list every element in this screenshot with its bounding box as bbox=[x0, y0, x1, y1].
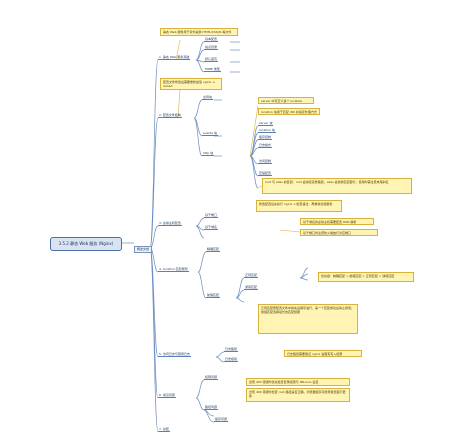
note: 正则匹配按配置文件中的先后顺序进行，第一个匹配成功后停止搜索；前缀匹配选择最长的… bbox=[258, 304, 358, 334]
branch-2-item[interactable]: 访问控制 bbox=[258, 159, 273, 165]
branch-3[interactable]: 3. 虚拟主机配置 bbox=[158, 221, 182, 227]
branch-4-item[interactable]: 正则匹配 bbox=[244, 273, 259, 279]
branch-6-item[interactable]: 缓存问题 bbox=[214, 417, 229, 423]
branch-6-item[interactable]: 路径问题 bbox=[204, 405, 219, 411]
note: 基于端口时注意防火墙放行对应端口 bbox=[300, 229, 378, 236]
branch-7[interactable]: 7. 总结 bbox=[158, 427, 170, 433]
branch-5-item[interactable]: 日志级别 bbox=[224, 357, 239, 363]
note: 日志路径需要保证 nginx 进程有写入权限 bbox=[284, 350, 362, 357]
note: 配置文件修改后需要重新加载 nginx -s reload bbox=[160, 78, 222, 90]
note: 修改配置后先执行 nginx -t 检查语法，再重新加载服务 bbox=[256, 200, 342, 212]
note: server 中可定义多个 location bbox=[258, 97, 314, 104]
branch-2-item[interactable]: location 块 bbox=[258, 128, 276, 134]
branch-2-item[interactable]: 日志格式 bbox=[258, 143, 273, 149]
branch-2[interactable]: 2. 配置文件结构 bbox=[158, 113, 182, 119]
branch-3-item[interactable]: 基于域名 bbox=[204, 225, 219, 231]
note: 静态 Web 服务用于对外提供 HTML/CSS/JS 等文件 bbox=[160, 28, 238, 36]
branch-1[interactable]: 1. 静态 Web 服务基础 bbox=[158, 55, 191, 61]
branch-2-item[interactable]: http 块 bbox=[202, 151, 215, 157]
note: 基于域名的虚拟主机需要配置 DNS 解析 bbox=[300, 218, 374, 225]
branch-6[interactable]: 6. 常见问题 bbox=[158, 393, 176, 399]
branch-2-item[interactable]: events 块 bbox=[202, 131, 219, 137]
branch-2-item[interactable]: server 块 bbox=[258, 121, 274, 127]
branch-6-item[interactable]: 权限问题 bbox=[204, 375, 219, 381]
branch-1-item[interactable]: 基本配置 bbox=[204, 37, 219, 43]
branch-4-item[interactable]: 通用匹配 bbox=[244, 285, 259, 291]
root-topic[interactable]: 3.5.2 静态 Web 服务 (Nginx) bbox=[50, 237, 122, 251]
note: 出现 404 错误时检查 root 路径是否正确，浏览器缓存可能导致页面不更新 bbox=[246, 388, 350, 402]
branch-1-item[interactable]: 站点目录 bbox=[204, 45, 219, 51]
branch-1-item[interactable]: MIME 类型 bbox=[204, 67, 221, 73]
branch-2-item[interactable]: 缓存控制 bbox=[258, 135, 273, 141]
note: root 与 alias 的区别：root 会拼接完整路径，alias 会替换匹… bbox=[262, 178, 412, 194]
branch-5-item[interactable]: 日志路径 bbox=[224, 347, 239, 353]
note: 优先级：精确匹配 > 前缀匹配 > 正则匹配 > 通用匹配 bbox=[318, 272, 414, 282]
hub-topic[interactable]: 概述文档 bbox=[134, 246, 152, 253]
branch-2-item[interactable]: 压缩配置 bbox=[258, 171, 273, 177]
note: 出现 403 错误时优先检查目录权限与 SELinux 设置 bbox=[246, 378, 350, 386]
branch-4[interactable]: 4. location 匹配规则 bbox=[158, 267, 189, 273]
branch-5[interactable]: 5. 访问日志与错误日志 bbox=[158, 352, 191, 358]
branch-3-item[interactable]: 基于端口 bbox=[204, 213, 219, 219]
note: location 块用于匹配 URI 并指定处理方式 bbox=[258, 108, 320, 115]
branch-1-item[interactable]: 默认首页 bbox=[204, 57, 219, 63]
branch-4-item[interactable]: 精确匹配 bbox=[206, 247, 221, 253]
branch-4-item[interactable]: 前缀匹配 bbox=[206, 293, 221, 299]
branch-2-item[interactable]: 全局块 bbox=[202, 95, 214, 101]
